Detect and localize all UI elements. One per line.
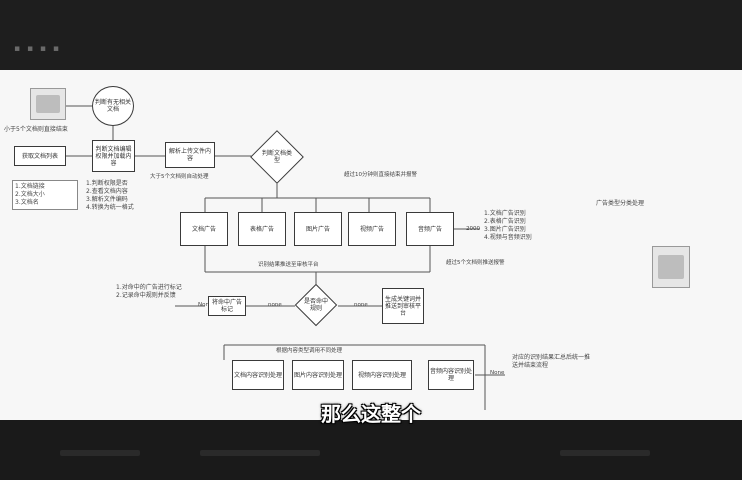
top-letterbox: ▪ ▪ ▪ ▪ [0,0,742,70]
caption-top-right: 超过10分钟则直接结束并报警 [344,172,417,178]
note-left-box: 1.文档链接 2.文档大小 3.文档名 [12,180,78,210]
decision-label: 判断文档类型 [261,150,292,164]
check-process-node[interactable]: 判断文档编辑权限并加载内容 [92,140,135,172]
bottom-step-audio[interactable]: 音频内容识别处理 [428,360,474,390]
flowchart-canvas: 小于5个文档则直接结束 获取文档列表 判断有无相关文档 判断文档编辑权限并加载内… [0,70,742,420]
caption-bottom: 根据内容类型调用不同处理 [276,348,343,354]
decision-label: 是否命中规则 [303,298,328,312]
check-decision[interactable]: 判断有无相关文档 [92,86,134,126]
bottom-step-image[interactable]: 图片内容识别处理 [292,360,344,390]
video-subtitle: 那么这整个 [321,402,421,426]
note-bottom-right: 对应的识别结果汇总后统一推送并结束流程 [512,354,591,369]
faint-track-3 [560,450,650,456]
caption-mid-right: 超过5个文档则推送报警 [446,260,505,266]
side-thumbnail [652,246,690,288]
edge-label-none-mid: none [268,302,282,308]
edge-label-none-left: None [198,302,213,308]
edge-label-2000: 2000 [466,226,480,232]
type-video[interactable]: 视频广告 [348,212,396,246]
parse-node[interactable]: 解析上传文件内容 [165,142,215,168]
mark-result-node[interactable]: 将命中广告标记 [208,296,246,316]
note-top-left: 小于5个文档则直接结束 [4,126,68,133]
faint-track-2 [200,450,320,456]
edge-label-none-bottom: None [490,370,505,376]
type-table[interactable]: 表格广告 [238,212,286,246]
note-right-list: 1.文档广告识别 2.表格广告识别 3.图片广告识别 4.视频与音频识别 [484,210,532,241]
type-audio[interactable]: 音频广告 [406,212,454,246]
type-image[interactable]: 图片广告 [294,212,342,246]
caption-mid: 识别结果推送至审核平台 [258,262,319,268]
note-right-header: 广告类型分类处理 [596,200,645,207]
push-review-node[interactable]: 生成关键词并推送到审核平台 [382,288,424,324]
screenshot-thumbnail [30,88,66,120]
bottom-step-doc[interactable]: 文档内容识别处理 [232,360,284,390]
caption-top-mid: 大于5个文档则自动处理 [150,174,209,180]
bottom-letterbox [0,420,742,480]
note-left-mid: 1.对命中的广告进行标记 2.记录命中规则并反馈 [116,284,182,299]
note-center-box: 1.判断权限是否 2.查看文档内容 3.解析文件编码 4.转换为统一格式 [86,180,134,211]
start-node[interactable]: 获取文档列表 [14,146,66,166]
type-doc[interactable]: 文档广告 [180,212,228,246]
top-dots: ▪ ▪ ▪ ▪ [14,44,61,54]
bottom-step-video[interactable]: 视频内容识别处理 [352,360,412,390]
faint-track-1 [60,450,140,456]
edge-label-none-right: none [354,302,368,308]
